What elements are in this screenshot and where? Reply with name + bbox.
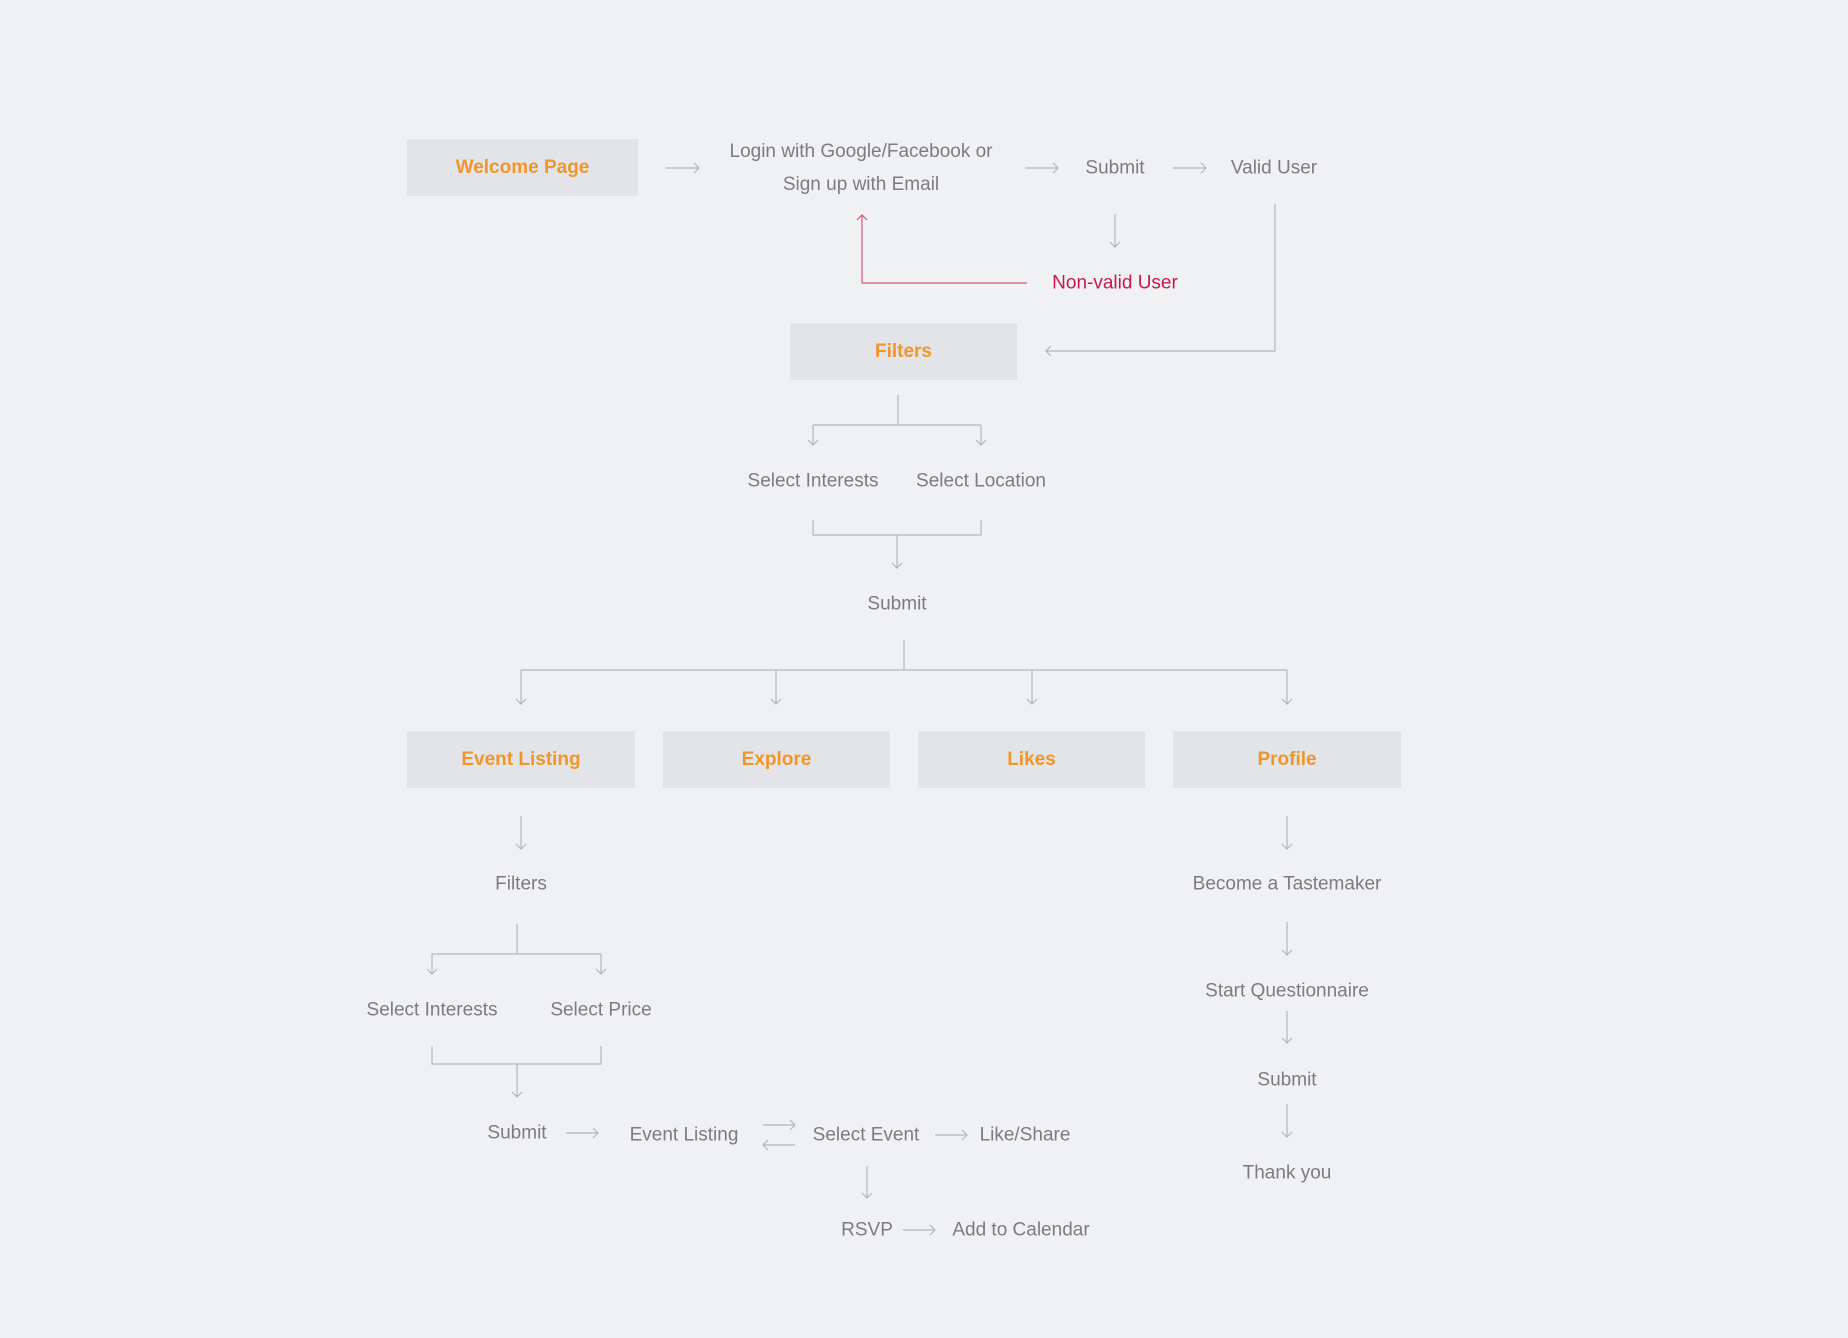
arrow-to-likes	[1026, 670, 1038, 705]
arrow-to-explore	[770, 670, 782, 705]
filters-box: Filters	[790, 323, 1017, 380]
arrow-el-submit-to-listing	[566, 1127, 599, 1139]
filters-split-connector	[813, 395, 981, 426]
arrow-to-pr-thanks	[1281, 1104, 1293, 1138]
el-submit-label: Submit	[487, 1122, 547, 1144]
arrow-to-pr-submit	[1281, 1011, 1293, 1044]
profile-box: Profile	[1173, 731, 1401, 788]
el-add-calendar-label: Add to Calendar	[952, 1219, 1090, 1241]
el-select-interests-label: Select Interests	[366, 999, 498, 1021]
arrow-valid-to-filters	[1045, 204, 1276, 357]
arrow-to-el-filters	[515, 816, 527, 850]
arrow-submit-to-valid	[1173, 162, 1207, 174]
arrow-to-select-location	[975, 425, 987, 446]
el-filters-split-connector	[432, 924, 601, 955]
likes-box: Likes	[918, 731, 1145, 788]
pr-become-tastemaker-label: Become a Tastemaker	[1192, 873, 1382, 895]
submit-login-label: Submit	[1085, 157, 1145, 179]
welcome-page-box: Welcome Page	[407, 139, 638, 196]
arrow-to-el-submit	[511, 1064, 523, 1098]
login-line-2: Sign up with Email	[782, 174, 940, 195]
submit-filters-label: Submit	[867, 593, 927, 615]
explore-box: Explore	[663, 731, 890, 788]
el-event-listing-label: Event Listing	[629, 1124, 739, 1146]
el-like-share-label: Like/Share	[979, 1124, 1071, 1146]
arrow-login-to-submit	[1025, 162, 1059, 174]
el-select-price-label: Select Price	[550, 999, 652, 1021]
arrow-to-pr-become	[1281, 816, 1293, 850]
arrow-to-profile	[1281, 670, 1293, 705]
select-interests-label: Select Interests	[747, 470, 879, 492]
arrow-to-submit-filters	[891, 535, 903, 569]
arrow-nonvalid-to-login	[856, 214, 1027, 284]
arrow-to-select-interests	[807, 425, 819, 446]
pr-thank-you-label: Thank you	[1242, 1162, 1332, 1184]
arrow-select-event-to-listing	[762, 1139, 795, 1151]
sections-split-connector	[521, 640, 1287, 671]
pr-submit-label: Submit	[1257, 1069, 1317, 1091]
filters-join-connector	[812, 520, 982, 536]
non-valid-user-label: Non-valid User	[1052, 272, 1178, 294]
pr-questionnaire-label: Start Questionnaire	[1205, 980, 1369, 1002]
select-location-label: Select Location	[916, 470, 1046, 492]
el-filters-label: Filters	[495, 873, 547, 895]
arrow-select-event-to-rsvp	[861, 1166, 873, 1199]
el-rsvp-label: RSVP	[841, 1219, 893, 1241]
el-select-event-label: Select Event	[812, 1124, 920, 1146]
arrow-to-el-select-price	[595, 954, 607, 975]
arrow-submit-to-nonvalid	[1109, 214, 1121, 248]
arrow-rsvp-to-calendar	[903, 1224, 936, 1236]
el-filters-join-connector	[431, 1046, 602, 1065]
login-label: Login with Google/Facebook or Sign up wi…	[730, 135, 993, 201]
arrow-welcome-to-login	[666, 162, 700, 174]
arrow-listing-to-select-event	[763, 1119, 796, 1131]
arrow-to-pr-questionnaire	[1281, 922, 1293, 956]
event-listing-box: Event Listing	[407, 731, 635, 788]
login-line-1: Login with Google/Facebook or	[729, 141, 993, 162]
arrow-select-event-to-like	[935, 1129, 968, 1141]
arrow-to-el-select-interests	[426, 954, 438, 975]
valid-user-label: Valid User	[1230, 157, 1318, 179]
arrow-to-event-listing	[515, 670, 527, 705]
